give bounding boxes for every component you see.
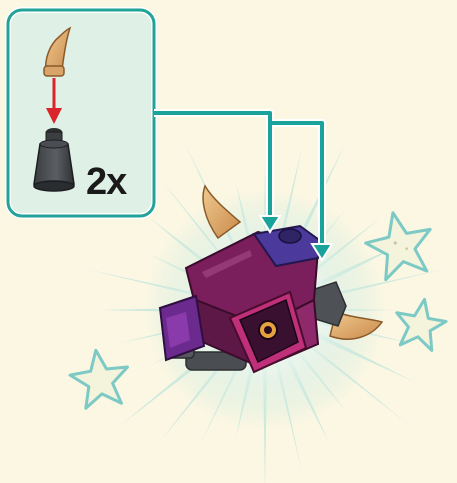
star-icon <box>391 295 449 352</box>
quantity-label: 2x <box>86 160 146 204</box>
star-icon <box>67 346 132 410</box>
